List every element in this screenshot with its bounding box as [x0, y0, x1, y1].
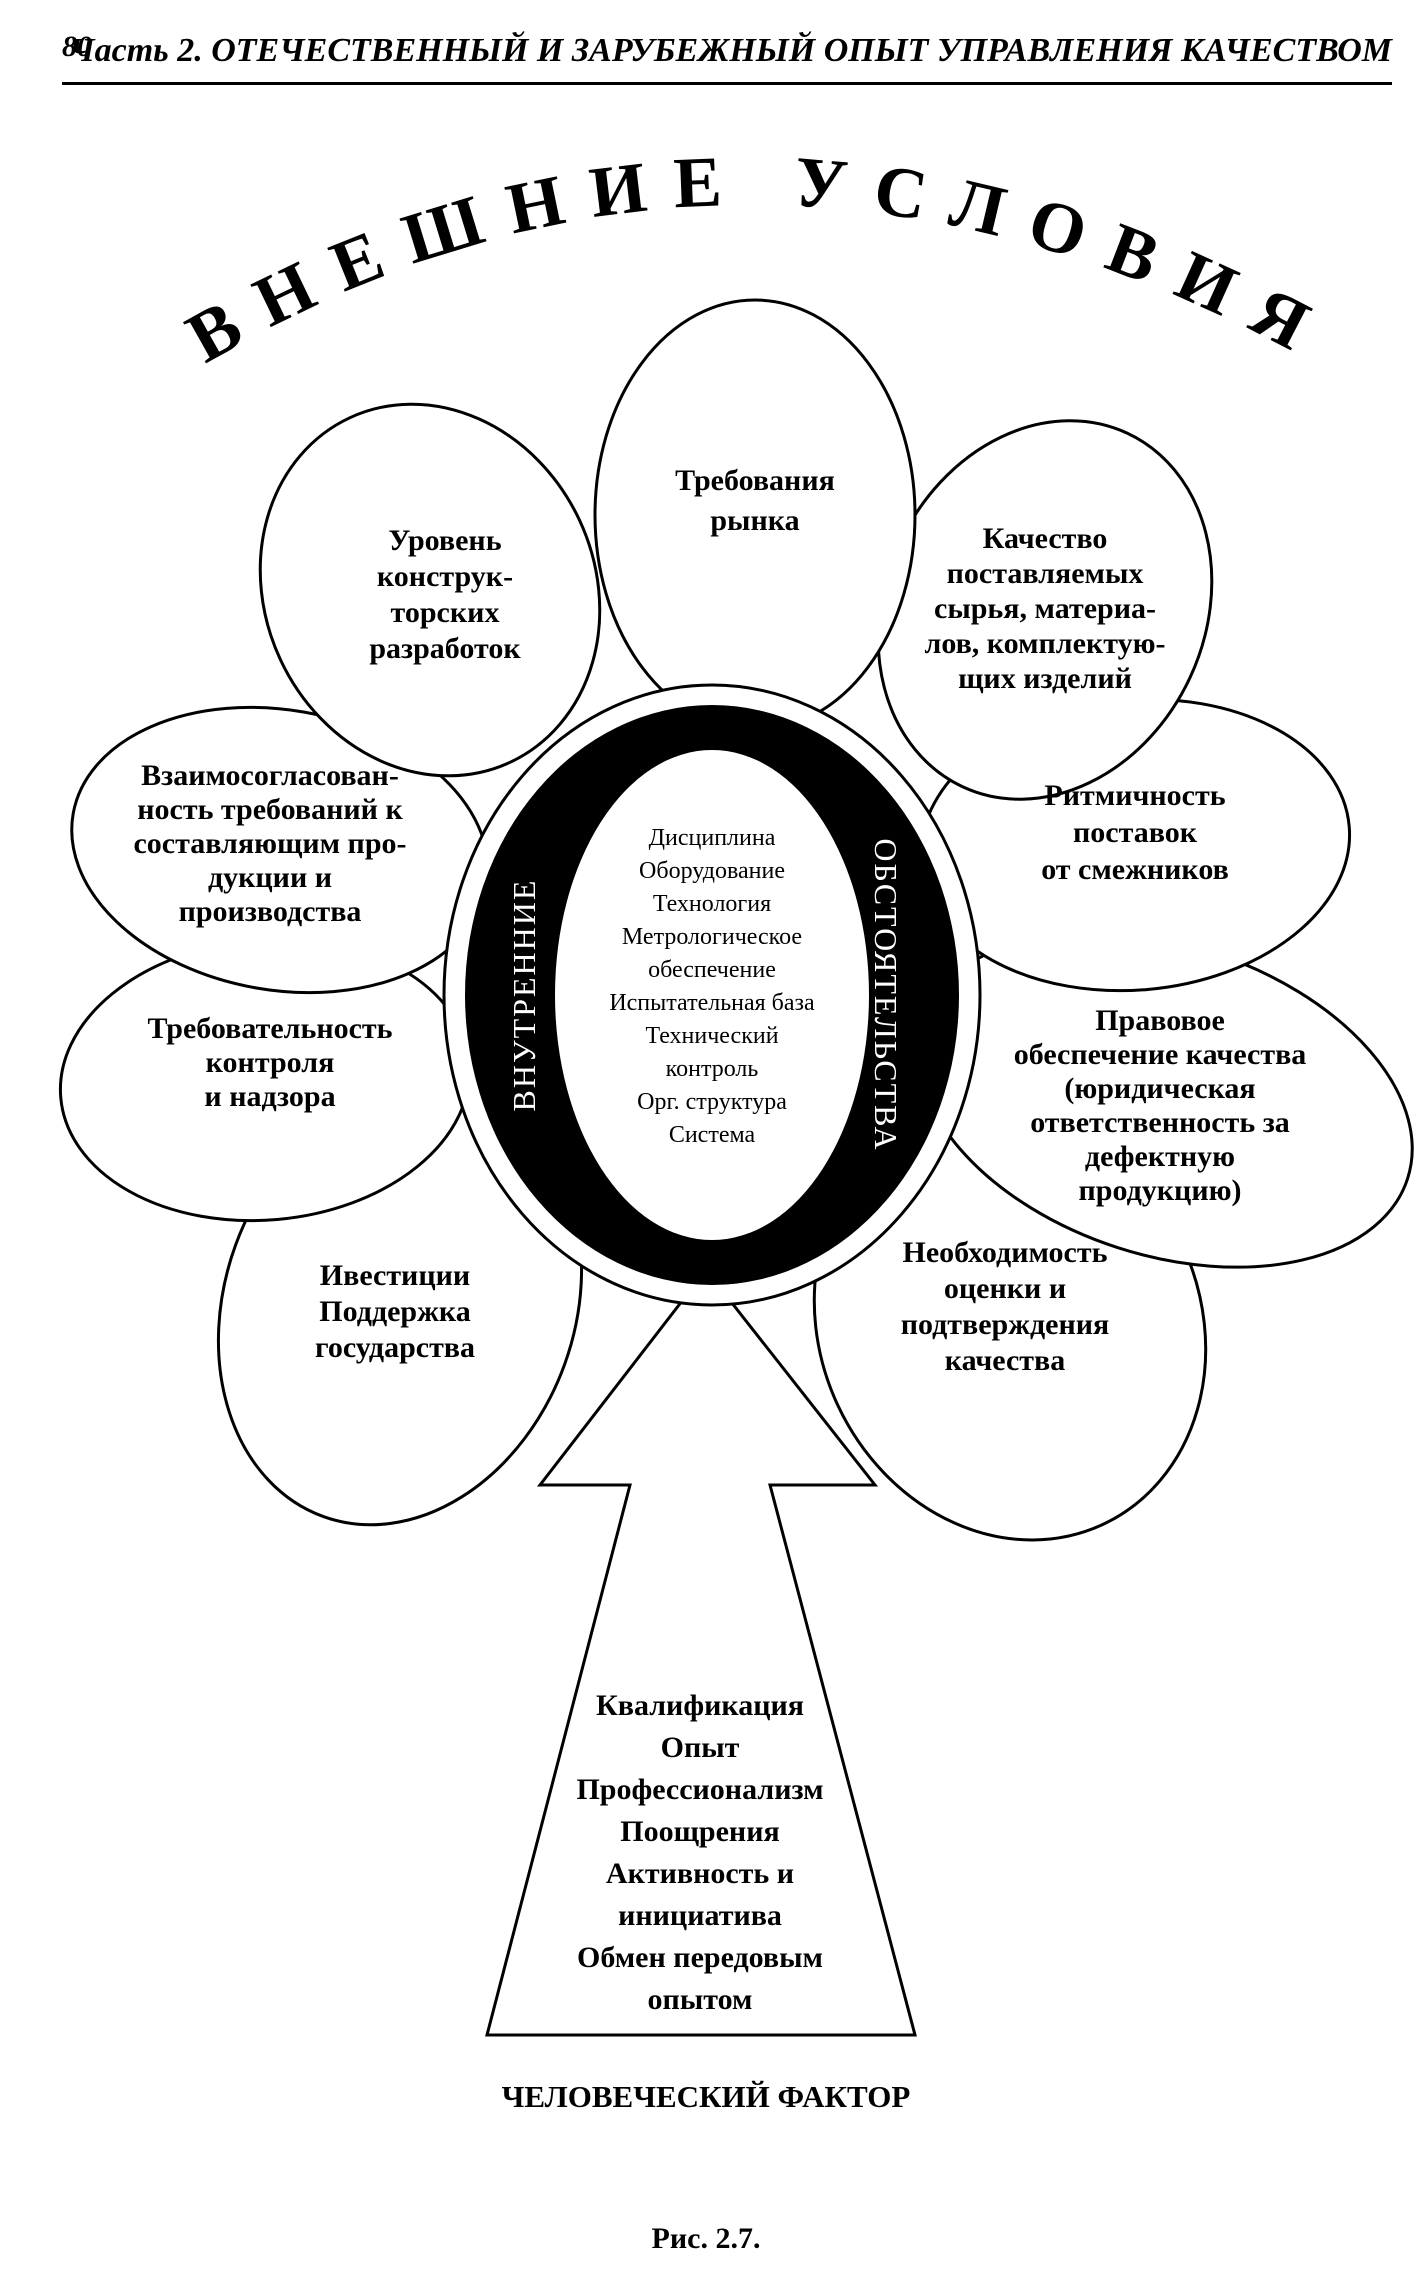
- petal-right-1-line-1: поставок: [1073, 816, 1198, 849]
- center-group: [442, 683, 982, 1307]
- petal-left-2-line-0: Требовательность: [147, 1012, 392, 1045]
- center-item: Оборудование: [639, 858, 785, 884]
- center-items: ДисциплинаОборудованиеТехнологияМетролог…: [609, 825, 815, 1148]
- stem-item: Активность и: [606, 1857, 794, 1890]
- center-left-label: ВНУТРЕННИЕ: [506, 879, 542, 1112]
- petal-left-1-line-0: Взаимосогласован-: [141, 759, 399, 792]
- petal-lower-right-line-2: подтверждения: [901, 1308, 1110, 1341]
- stem-items: КвалификацияОпытПрофессионализмПоощрения…: [576, 1689, 823, 2016]
- stem-item: Обмен передовым: [577, 1941, 823, 1974]
- petal-upper-left-line-2: торских: [391, 596, 500, 629]
- petal-lower-left-line-0: Ивестиции: [320, 1259, 470, 1292]
- petal-lower-left-line-1: Поддержка: [319, 1295, 470, 1328]
- petal-upper-right-line-1: поставляемых: [947, 557, 1144, 590]
- petal-top-line-1: рынка: [710, 504, 799, 537]
- center-item: контроль: [666, 1056, 759, 1082]
- petal-top-line-0: Требования: [675, 464, 835, 497]
- petal-left-2-line-1: контроля: [206, 1046, 335, 1079]
- stem-item: Поощрения: [620, 1815, 779, 1848]
- center-item: Система: [669, 1122, 756, 1148]
- stem-item: Опыт: [661, 1731, 740, 1764]
- center-right-label: ОБСТОЯТЕЛЬСТВА: [868, 838, 904, 1151]
- petal-lower-left-line-2: государства: [315, 1331, 475, 1364]
- petal-lower-right-line-1: оценки и: [944, 1272, 1066, 1305]
- page-number: 80: [62, 30, 92, 63]
- petal-upper-left-line-0: Уровень: [388, 524, 501, 557]
- petal-lower-right-line-0: Необходимость: [903, 1236, 1108, 1269]
- petal-right-2-line-0: Правовое: [1095, 1004, 1225, 1037]
- petal-upper-left-line-1: конструк-: [377, 560, 513, 593]
- petal-right-2-line-1: обеспечение качества: [1014, 1038, 1307, 1071]
- petal-right-2-line-4: дефектную: [1085, 1140, 1235, 1173]
- petal-upper-right-line-4: щих изделий: [958, 662, 1132, 695]
- center-item: Испытательная база: [609, 990, 815, 1016]
- petal-right-1-line-0: Ритмичность: [1044, 779, 1225, 812]
- stem-item: Профессионализм: [576, 1773, 823, 1806]
- petal-left-1-line-4: производства: [179, 895, 362, 928]
- petal-left-1-line-1: ность требований к: [137, 793, 403, 826]
- petal-right-2-line-3: ответственность за: [1030, 1106, 1290, 1139]
- petal-right-1-line-2: от смежников: [1041, 853, 1229, 886]
- center-item: Технический: [645, 1023, 778, 1049]
- figure-caption: Рис. 2.7.: [652, 2222, 761, 2255]
- petal-left-2-line-2: и надзора: [204, 1080, 335, 1113]
- center-item: Метрологическое: [622, 924, 802, 950]
- petal-upper-left-line-3: разработок: [369, 632, 521, 665]
- center-item: Технология: [653, 891, 771, 917]
- center-item: Орг. структура: [637, 1089, 787, 1115]
- petal-labels: Требования рынкаУровеньконструк-торскихра…: [133, 464, 1306, 1377]
- stem-arrow: [485, 1267, 917, 2037]
- petal-left-1-line-2: составляющим про-: [133, 827, 406, 860]
- running-title: Часть 2. ОТЕЧЕСТВЕННЫЙ И ЗАРУБЕЖНЫЙ ОПЫТ…: [69, 32, 1392, 69]
- petals-group: [58, 298, 1414, 1542]
- stem-caption: ЧЕЛОВЕЧЕСКИЙ ФАКТОР: [502, 2079, 911, 2114]
- petal-upper-right-line-2: сырья, материа-: [934, 592, 1156, 625]
- center-item: обеспечение: [648, 957, 776, 983]
- petal-upper-right-line-0: Качество: [983, 522, 1108, 555]
- petal-lower-right-line-3: качества: [945, 1344, 1065, 1377]
- petal-right-2-line-5: продукцию): [1078, 1174, 1241, 1207]
- center-item: Дисциплина: [649, 825, 776, 851]
- stem-item: опытом: [648, 1983, 753, 2016]
- petal-left-1-line-3: дукции и: [208, 861, 332, 894]
- petal-upper-left: [258, 402, 602, 778]
- stem-item: Квалификация: [596, 1689, 804, 1722]
- petal-right-2-line-2: (юридическая: [1064, 1072, 1255, 1105]
- petal-upper-right-line-3: лов, комплектую-: [924, 627, 1165, 660]
- header-rule: [62, 82, 1392, 85]
- stem-item: инициатива: [618, 1899, 782, 1932]
